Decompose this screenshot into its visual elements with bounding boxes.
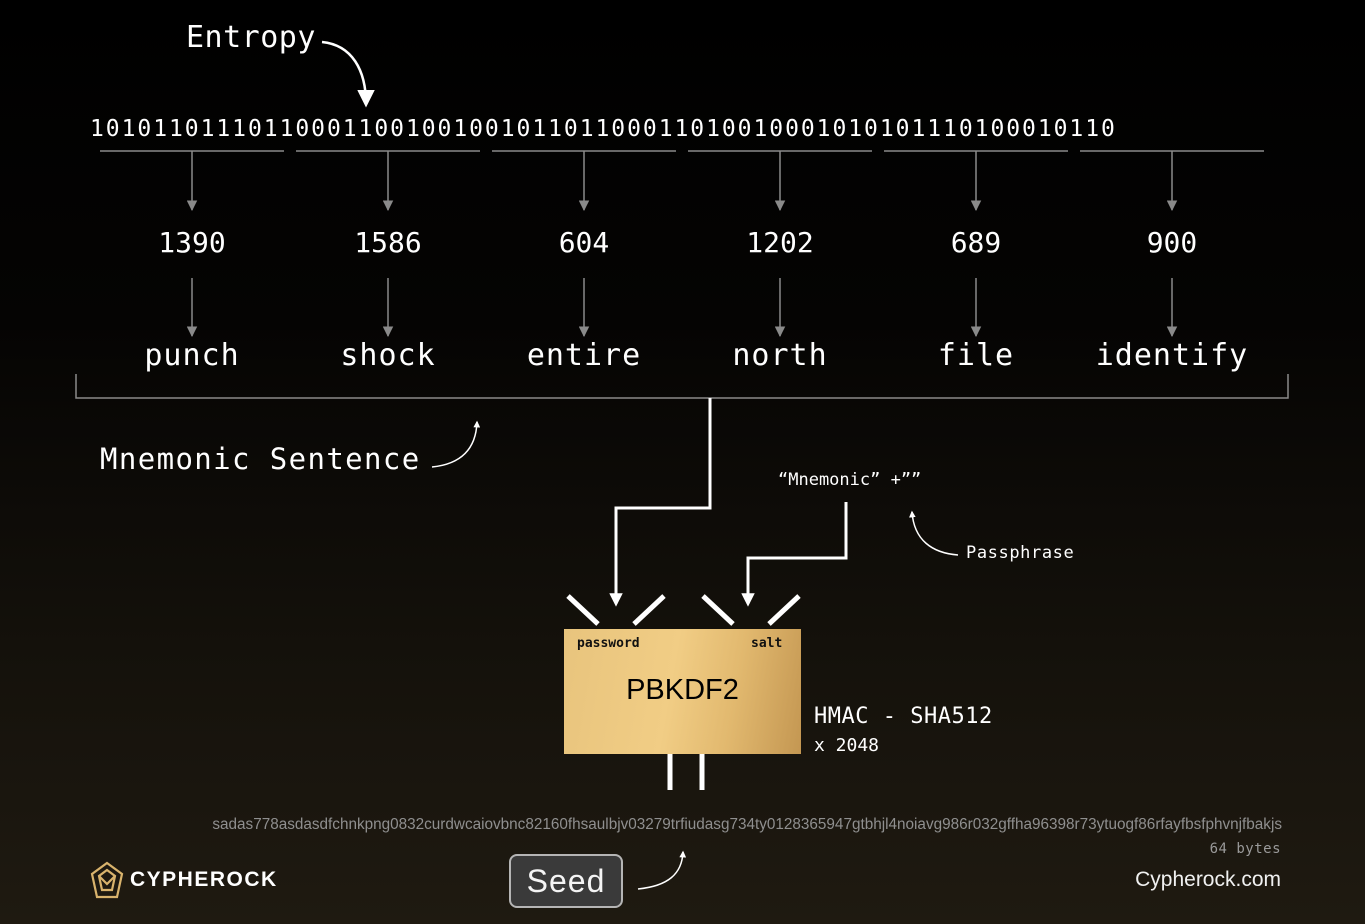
hmac-function: HMAC - SHA512 xyxy=(814,704,993,729)
logo-shape xyxy=(98,875,116,886)
mnemonic-word: north xyxy=(732,338,828,373)
pbkdf2-box xyxy=(564,629,801,754)
salt-funnel xyxy=(767,594,801,626)
password-label: password xyxy=(577,636,640,651)
mnemonic-sentence-label: Mnemonic Sentence xyxy=(100,442,421,476)
iteration-count: x 2048 xyxy=(814,735,880,756)
passphrase-label: Passphrase xyxy=(966,543,1075,563)
mnemonic-arrow xyxy=(431,420,481,468)
word-index: 1390 xyxy=(158,226,226,259)
mnemonic-word: identify xyxy=(1095,338,1249,373)
mnemonic-bracket xyxy=(75,374,1289,399)
pbkdf2-title: PBKDF2 xyxy=(626,674,739,706)
salt-funnel xyxy=(701,594,735,626)
entropy-bits: 1010110111011000110010010010110110001101… xyxy=(90,116,1117,142)
word-index: 604 xyxy=(558,226,610,259)
seed-arrow xyxy=(637,850,687,890)
password-funnel xyxy=(566,594,600,626)
logo-shape xyxy=(90,861,124,899)
passphrase-arrow xyxy=(909,510,959,556)
mnemonic-word: file xyxy=(937,338,1015,373)
salt-line xyxy=(741,502,848,607)
mnemonic-word: entire xyxy=(526,338,642,373)
cypherock-logo xyxy=(90,861,124,899)
word-index: 1586 xyxy=(354,226,422,259)
seed-size: 64 bytes xyxy=(1209,841,1281,857)
logo-shape xyxy=(97,868,117,892)
salt-input: “Mnemonic” +”” xyxy=(778,470,922,490)
word-index: 689 xyxy=(950,226,1002,259)
seed-label: Seed xyxy=(509,854,623,908)
brand-name: CYPHEROCK xyxy=(130,868,278,891)
website-link[interactable]: Cypherock.com xyxy=(1135,868,1281,891)
password-line xyxy=(609,398,712,607)
password-funnel xyxy=(632,594,666,626)
entropy-arrow xyxy=(321,40,375,108)
seed-hex: sadas778asdasdfchnkpng0832curdwcaiovbnc8… xyxy=(212,816,1282,833)
salt-label: salt xyxy=(751,636,783,651)
mnemonic-word: shock xyxy=(340,338,436,373)
word-index: 1202 xyxy=(746,226,814,259)
entropy-label: Entropy xyxy=(186,20,316,55)
word-index: 900 xyxy=(1146,226,1198,259)
mnemonic-word: punch xyxy=(144,338,240,373)
